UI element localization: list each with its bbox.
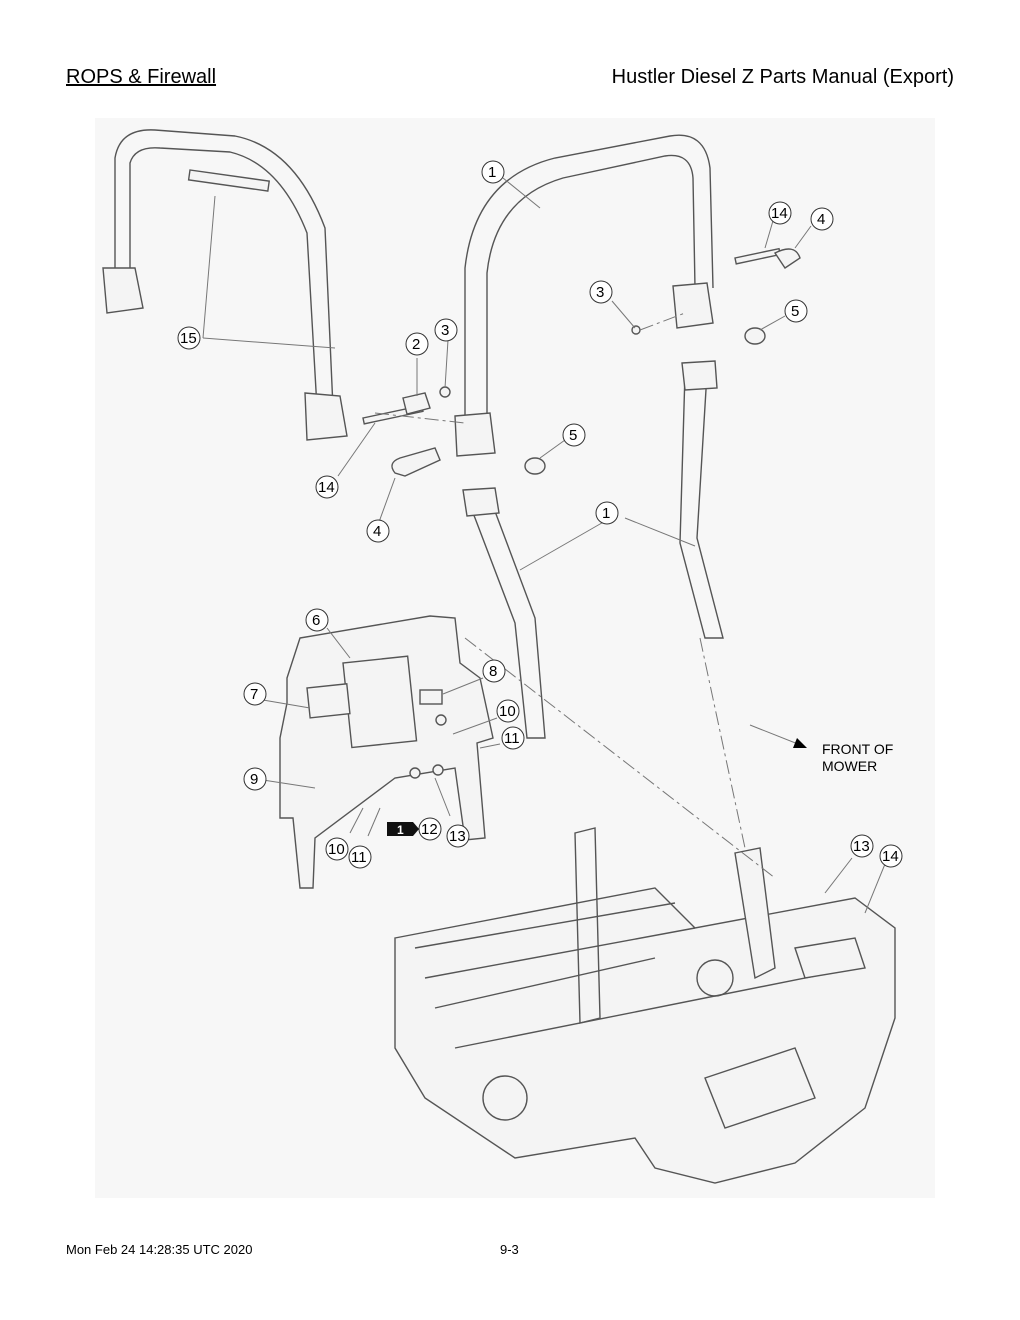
callout-12: 12 (418, 817, 442, 841)
callout-7: 7 (243, 682, 267, 706)
callout-6: 6 (305, 608, 329, 632)
footer-page-number: 9-3 (500, 1242, 519, 1257)
callout-2: 2 (405, 332, 429, 356)
rops-hoop-left (102, 129, 348, 441)
callout-14a: 14 (768, 201, 792, 225)
callout-13b: 13 (850, 834, 874, 858)
rops-lower-uprights (462, 360, 724, 739)
svg-text:14: 14 (318, 479, 335, 496)
svg-text:13: 13 (449, 828, 466, 845)
svg-text:1: 1 (397, 823, 404, 837)
callout-group: 1 1 2 3 3 4 4 5 5 6 7 8 9 10 10 11 11 12… (177, 160, 903, 869)
svg-text:1: 1 (602, 505, 610, 522)
callout-3b: 3 (589, 280, 613, 304)
callout-1a: 1 (481, 160, 505, 184)
svg-text:10: 10 (328, 841, 345, 858)
callout-1b: 1 (595, 501, 619, 525)
svg-text:11: 11 (351, 849, 367, 866)
hardware-parts (362, 247, 801, 477)
svg-text:5: 5 (791, 303, 799, 320)
svg-text:4: 4 (373, 523, 381, 540)
svg-text:9: 9 (250, 771, 258, 788)
svg-text:7: 7 (250, 686, 258, 703)
svg-text:3: 3 (441, 322, 449, 339)
callout-3a: 3 (434, 318, 458, 342)
footer-timestamp: Mon Feb 24 14:28:35 UTC 2020 (66, 1242, 253, 1257)
callout-14c: 14 (879, 844, 903, 868)
svg-text:1: 1 (488, 164, 496, 181)
callout-10b: 10 (325, 837, 349, 861)
svg-text:14: 14 (882, 848, 899, 865)
svg-text:13: 13 (853, 838, 870, 855)
exploded-parts-diagram: FRONT OF MOWER 1 1 2 3 3 4 (95, 118, 935, 1198)
mower-chassis (394, 637, 896, 1184)
callout-10a: 10 (496, 699, 520, 723)
svg-text:10: 10 (499, 703, 516, 720)
callout-8: 8 (482, 659, 506, 683)
front-label-line2: MOWER (822, 758, 877, 774)
callout-11b: 11 (348, 845, 372, 869)
callout-4a: 4 (366, 519, 390, 543)
callout-9: 9 (243, 767, 267, 791)
callout-11a: 11 (501, 726, 525, 750)
svg-text:8: 8 (489, 663, 497, 680)
callout-5b: 5 (784, 299, 808, 323)
svg-text:12: 12 (421, 821, 438, 838)
svg-text:4: 4 (817, 211, 825, 228)
callout-13a: 13 (446, 824, 470, 848)
svg-text:14: 14 (771, 205, 788, 222)
kit-badge: 1 (387, 822, 419, 837)
front-of-mower-indicator: FRONT OF MOWER (749, 724, 893, 774)
svg-text:3: 3 (596, 284, 604, 301)
front-label-line1: FRONT OF (822, 741, 893, 757)
callout-leaders (202, 177, 886, 914)
svg-text:6: 6 (312, 612, 320, 629)
callout-15: 15 (177, 326, 201, 350)
svg-text:11: 11 (504, 730, 520, 747)
callout-14b: 14 (315, 475, 339, 499)
svg-text:15: 15 (180, 330, 197, 347)
svg-text:5: 5 (569, 427, 577, 444)
svg-text:2: 2 (412, 336, 420, 353)
section-title: ROPS & Firewall (66, 66, 217, 88)
callout-4b: 4 (810, 207, 834, 231)
rops-hoop-right-upper (454, 134, 714, 457)
firewall-panel (279, 615, 494, 889)
manual-title: Hustler Diesel Z Parts Manual (Export) (611, 66, 954, 88)
callout-5a: 5 (562, 423, 586, 447)
